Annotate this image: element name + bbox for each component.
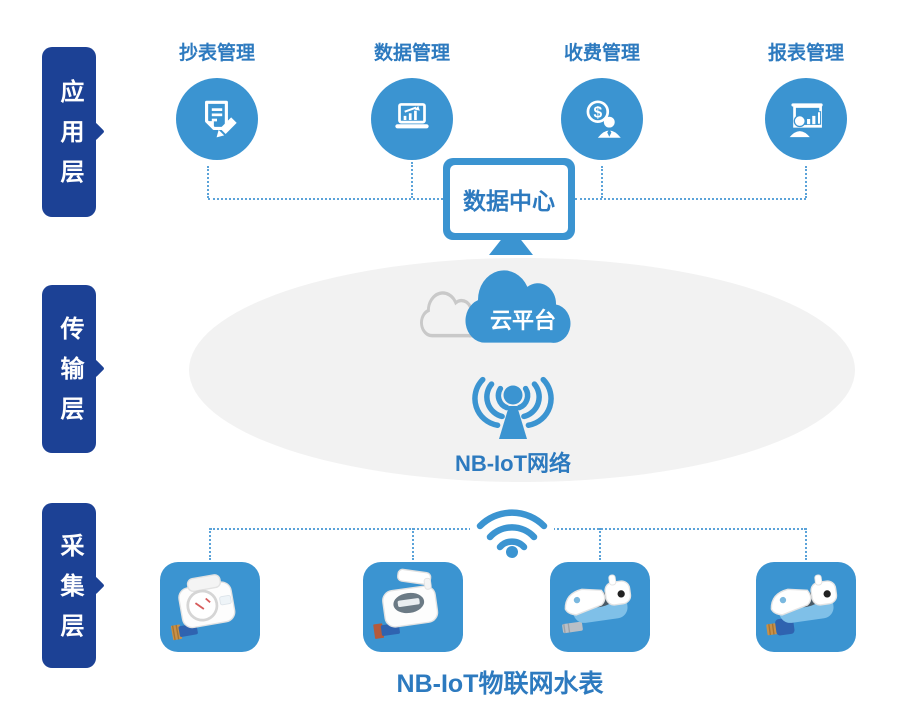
data-center-label: 数据中心	[450, 165, 568, 233]
nbiot-network-label: NB-IoT网络	[454, 451, 572, 476]
app-item-report-mgmt-label: 报表管理	[767, 43, 844, 64]
monitor-stand	[489, 240, 533, 255]
wifi-icon	[476, 509, 548, 558]
app-item-report-mgmt	[765, 78, 847, 160]
layer-tab-transmission-label: 传输层	[56, 316, 83, 436]
connector-line	[805, 166, 807, 198]
cloud-platform-label: 云平台	[489, 308, 556, 333]
water-meter-caption: NB-IoT物联网水表	[396, 670, 604, 698]
water-meter-flip-lid-icon	[562, 574, 632, 634]
water-meter-dial-icon	[170, 574, 236, 641]
app-item-data-mgmt	[371, 78, 453, 160]
document-pencil-icon	[205, 100, 237, 138]
water-meter-card-1	[160, 562, 260, 652]
connector-line	[412, 528, 414, 560]
connector-line	[209, 528, 211, 560]
water-meter-open-lid-icon	[373, 568, 439, 639]
layer-tab-application-label: 应用层	[56, 79, 83, 199]
layer-tab-collection-label: 采集层	[56, 532, 83, 653]
connector-line	[601, 166, 603, 198]
connector-line	[575, 198, 806, 200]
data-center-monitor: 数据中心	[443, 158, 575, 240]
app-item-fee-mgmt-label: 收费管理	[563, 43, 640, 64]
svg-text:$: $	[593, 104, 602, 121]
app-item-fee-mgmt: $	[561, 78, 643, 160]
layer-tab-collection: 采集层	[42, 503, 105, 668]
water-meter-card-4	[756, 562, 856, 652]
water-meter-card-3	[550, 562, 650, 652]
wifi-icon-backing	[470, 496, 554, 560]
nbiot-antenna-icon	[472, 376, 554, 439]
connector-line	[805, 528, 807, 560]
water-meter-card-2	[363, 562, 463, 652]
cloud-platform-icon	[465, 270, 571, 343]
connector-line	[599, 528, 601, 560]
layer-tab-application: 应用层	[42, 47, 105, 217]
connector-line	[207, 166, 209, 198]
app-item-data-mgmt-label: 数据管理	[373, 43, 450, 64]
connector-line	[208, 198, 443, 200]
connector-line	[411, 162, 413, 198]
layer-tab-transmission: 传输层	[42, 285, 105, 453]
app-item-meter-reading-label: 抄表管理	[178, 43, 255, 64]
presentation-person-icon	[787, 103, 823, 139]
app-item-meter-reading	[176, 78, 258, 160]
laptop-chart-icon	[395, 103, 429, 129]
dollar-person-icon: $	[586, 100, 621, 138]
water-meter-flip-lid-brass-icon	[766, 574, 838, 636]
